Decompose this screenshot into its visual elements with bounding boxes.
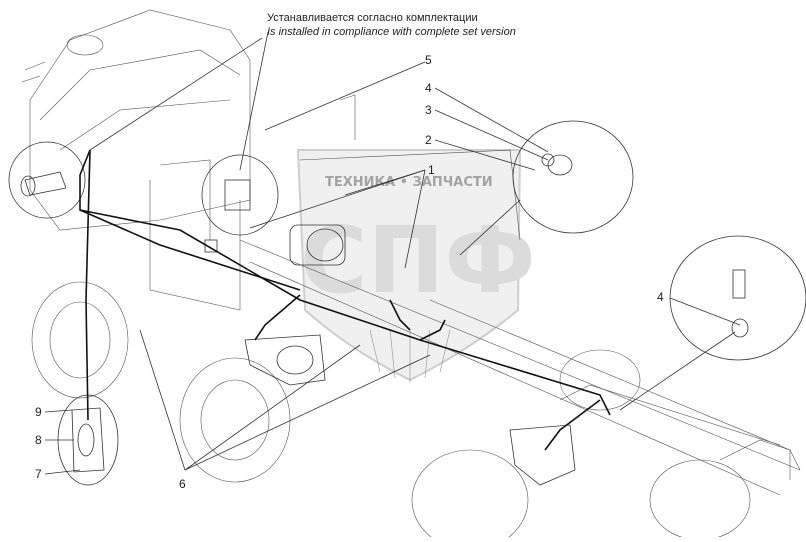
callout-9: 9 <box>35 405 42 419</box>
watermark: СПФ ТЕХНИКА • ЗАПЧАСТИ <box>296 149 536 382</box>
wheels <box>31 281 751 542</box>
caption-english: Is installed in compliance with complete… <box>267 26 516 38</box>
callout-1: 1 <box>428 163 435 177</box>
callout-7: 7 <box>35 467 42 481</box>
cab-outline <box>21 9 251 311</box>
callout-5: 5 <box>425 53 432 67</box>
leader-lines <box>44 31 741 475</box>
callout-3: 3 <box>425 103 432 117</box>
caption-russian: Устанавливается согласно комплектации <box>267 12 478 24</box>
detail-circle-relay <box>201 154 279 236</box>
callout-4-top: 4 <box>425 81 432 95</box>
detail-circles <box>8 120 806 486</box>
callout-8: 8 <box>35 433 42 447</box>
callout-labels: 1 2 3 4 4 5 6 7 8 9 <box>35 53 664 491</box>
detail-circle-left <box>8 141 86 219</box>
callout-4-right: 4 <box>657 290 664 304</box>
callout-6: 6 <box>179 477 186 491</box>
watermark-logo: СПФ <box>300 207 536 314</box>
watermark-brand: ТЕХНИКА • ЗАПЧАСТИ <box>325 175 493 190</box>
wiring-harness <box>79 149 611 451</box>
detail-circle-sensor <box>512 120 634 234</box>
components <box>204 224 576 486</box>
chassis-frame <box>239 94 801 496</box>
callout-2: 2 <box>425 133 432 147</box>
